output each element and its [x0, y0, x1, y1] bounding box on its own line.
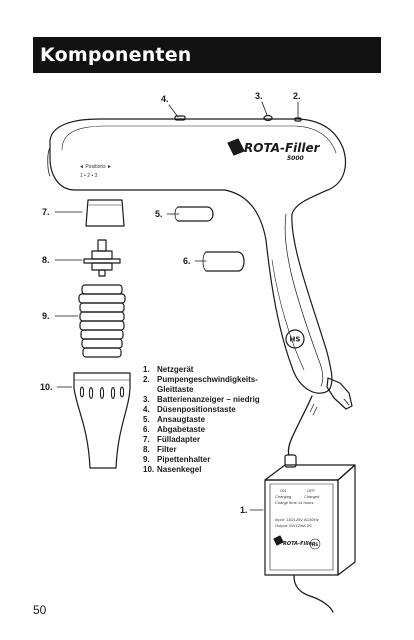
- legend-text: Nasenkegel: [157, 465, 202, 474]
- dispense-trigger-end: [202, 251, 207, 272]
- grip-shade-line: [271, 259, 305, 371]
- legend-item: 3. Batterienanzeiger – niedrig: [143, 395, 283, 405]
- power-jack: [326, 377, 353, 410]
- charger-output-spec: Output: 6V/12mA DC: [275, 523, 312, 528]
- legend-text: Fülladapter: [157, 435, 201, 444]
- callout-5: 5.: [155, 209, 163, 219]
- charger-logo-mark: [273, 535, 284, 546]
- callout-8: 8.: [42, 255, 50, 265]
- legend-number: 2.: [143, 375, 150, 384]
- nose-cone-part: [73, 372, 131, 469]
- charger-hs-badge-ring: [309, 538, 321, 550]
- callout-6: 6.: [183, 256, 191, 266]
- nose-cone-slots: [79, 386, 125, 399]
- legend-item: 6. Abgabetaste: [143, 425, 283, 435]
- filter-body: [91, 250, 113, 260]
- component-legend: 1. Netzgerät 2. Pumpengeschwindigkeits- Gl…: [143, 365, 283, 475]
- callout-3: 3.: [255, 91, 263, 101]
- callout-10: 10.: [40, 382, 53, 392]
- pipette-holder-part: [78, 284, 126, 358]
- legend-number: 6.: [143, 425, 150, 434]
- legend-number: 1.: [143, 365, 150, 374]
- legend-item: 4. Düsenpositionstaste: [143, 405, 283, 415]
- legend-item: 9. Pipettenhalter: [143, 455, 283, 465]
- legend-number: 9.: [143, 455, 150, 464]
- legend-number: 4.: [143, 405, 150, 414]
- legend-text: Abgabetaste: [157, 425, 206, 434]
- legend-text: Batterienanzeiger – niedrig: [157, 395, 260, 404]
- cable-plug: [284, 454, 297, 468]
- charger-brand-logo: ROTA-Filler: [283, 541, 315, 547]
- callout-9: 9.: [42, 311, 50, 321]
- legend-text: Netzgerät: [157, 365, 194, 374]
- charger-cord: [293, 575, 334, 613]
- legend-number: 7.: [143, 435, 150, 444]
- page-number: 50: [33, 603, 47, 617]
- legend-text: Pipettenhalter: [157, 455, 211, 464]
- filter-bottom-nipple: [98, 269, 106, 277]
- fill-adapter-part: [85, 199, 125, 227]
- callout-4: 4.: [161, 94, 169, 104]
- charger-label-panel: [269, 483, 334, 571]
- charger-side-face: [337, 464, 356, 576]
- charger-front-face: [264, 479, 339, 576]
- charger-status-charging: Charging: [275, 494, 291, 499]
- legend-text: Pumpengeschwindigkeits- Gleittaste: [157, 375, 258, 394]
- legend-text: Ansaugtaste: [157, 415, 206, 424]
- charger-charge-time: Charge time 14 hours: [275, 500, 313, 505]
- brand-logo-mark: [227, 138, 245, 156]
- grip-inner-line: [284, 213, 324, 387]
- legend-text: Filter: [157, 445, 177, 454]
- legend-item: 8. Filter: [143, 445, 283, 455]
- section-header: Komponenten: [33, 37, 381, 73]
- legend-item: 7. Fülladapter: [143, 435, 283, 445]
- legend-item: 2. Pumpengeschwindigkeits- Gleittaste: [143, 375, 283, 395]
- dispense-trigger[interactable]: [205, 251, 245, 272]
- charger-status-off: OFF: [307, 488, 316, 493]
- body-highlight-line: [61, 125, 337, 154]
- gun-brand-model: 5000: [287, 155, 304, 162]
- gun-hs-badge: HS: [290, 336, 301, 344]
- callout-2: 2.: [293, 91, 301, 101]
- legend-item: 10.Nasenkegel: [143, 465, 283, 475]
- nose-face-line: [47, 147, 51, 177]
- callout-1: 1.: [240, 505, 248, 515]
- legend-item: 5. Ansaugtaste: [143, 415, 283, 425]
- charger-input-spec: Input: 110/120V AC60Hz: [275, 517, 319, 522]
- legend-number: 5.: [143, 415, 150, 424]
- filter-top-nipple: [97, 239, 107, 252]
- gun-body-outline: [49, 118, 347, 394]
- legend-text: Düsenpositionstaste: [157, 405, 236, 414]
- legend-item: 1. Netzgerät: [143, 365, 283, 375]
- callout-leader-lines: [54, 101, 299, 511]
- low-battery-indicator: [263, 114, 273, 122]
- charger-status-on: ON: [280, 488, 286, 493]
- callout-7: 7.: [42, 207, 50, 217]
- positions-scale: 1 • 2 • 3: [80, 173, 98, 179]
- positions-label: ◄ Positions ►: [79, 164, 112, 170]
- charger-status-charged: Charged: [304, 494, 319, 499]
- gun-brand-logo: ROTA-Filler: [244, 141, 321, 155]
- legend-number: 3.: [143, 395, 150, 404]
- filter-lower-body: [91, 262, 113, 271]
- legend-number: 10.: [143, 465, 155, 474]
- legend-number: 8.: [143, 445, 150, 454]
- gun-hs-badge-ring: [285, 329, 305, 349]
- section-title: Komponenten: [40, 44, 192, 66]
- pump-speed-slider[interactable]: [294, 117, 302, 122]
- charger-hs-badge: HS: [312, 542, 318, 547]
- aspirate-trigger[interactable]: [177, 206, 214, 222]
- nozzle-position-button[interactable]: [174, 115, 186, 121]
